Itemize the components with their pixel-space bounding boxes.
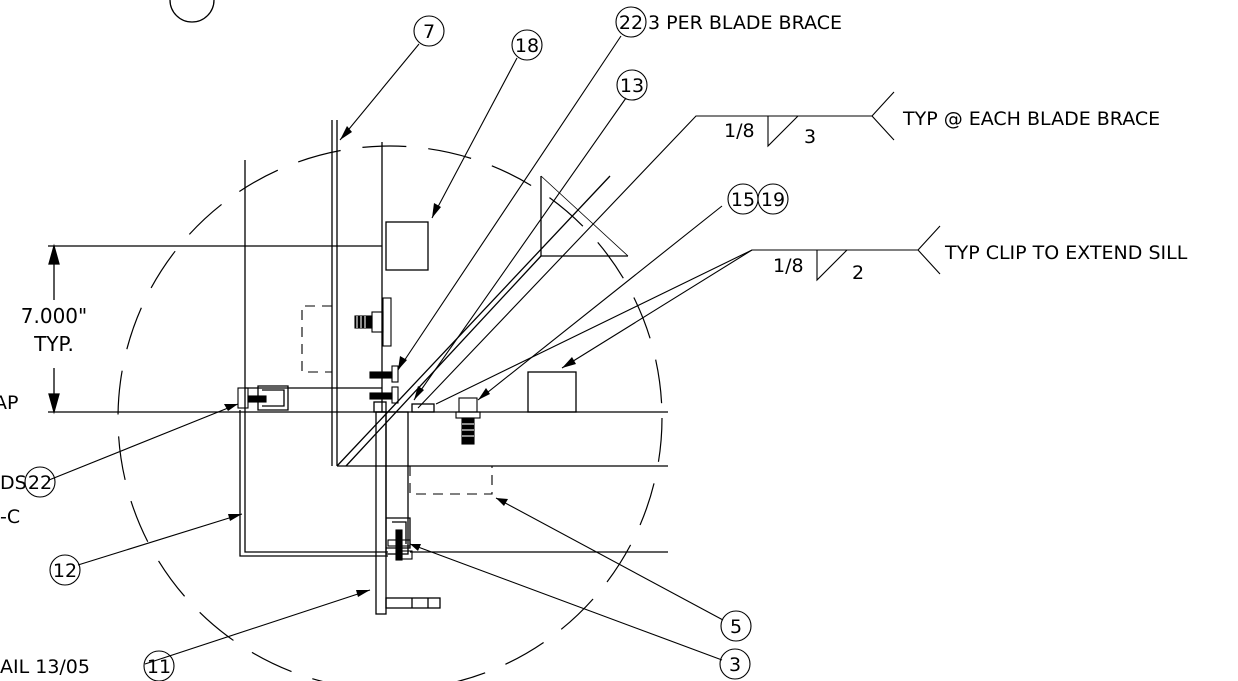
- bolt-upper: [354, 297, 392, 347]
- callout-5: 5: [720, 610, 752, 642]
- dimension-7in: [48, 243, 60, 415]
- bolt-sill: [455, 397, 481, 445]
- svg-text:19: 19: [761, 189, 785, 211]
- svg-text:5: 5: [730, 616, 742, 638]
- svg-text:3: 3: [729, 654, 741, 676]
- svg-text:7: 7: [423, 21, 435, 43]
- weld1-size: 1/8: [724, 120, 755, 142]
- c-channel-sill: [257, 385, 435, 413]
- bolt-lower: [387, 529, 413, 561]
- svg-text:12: 12: [53, 560, 77, 582]
- blade-brace-part: [385, 221, 429, 271]
- svg-text:15: 15: [731, 189, 755, 211]
- left-fragment-ap: AP: [0, 392, 18, 414]
- callout-22-top: 22: [615, 6, 647, 38]
- svg-text:13: 13: [620, 75, 644, 97]
- svg-text:18: 18: [515, 35, 539, 57]
- clip-angle-part: [527, 371, 577, 413]
- dimension-typ-label: TYP.: [33, 332, 74, 356]
- callout-19: 19: [757, 183, 789, 215]
- leader-arrowheads: [224, 126, 576, 597]
- detail-callout-circle-edge: [169, 0, 215, 23]
- detail-boundary-circle: [117, 145, 663, 681]
- dimension-value: 7.000": [21, 304, 87, 328]
- weld1-length: 3: [804, 126, 816, 148]
- callout-15: 15: [727, 183, 759, 215]
- mullion-angle: [375, 411, 441, 615]
- callout-12: 12: [49, 554, 81, 586]
- framing-lines: [48, 120, 668, 557]
- callout-7: 7: [413, 15, 445, 47]
- weld2-note: TYP CLIP TO EXTEND SILL: [944, 242, 1188, 264]
- callout-22-left: 22: [24, 466, 56, 498]
- detail-reference: AIL 13/05: [0, 656, 90, 678]
- svg-text:11: 11: [147, 656, 171, 678]
- hidden-outlines: [301, 305, 493, 495]
- callout-13: 13: [616, 69, 648, 101]
- left-fragment-c: -C: [0, 506, 20, 528]
- callout-3: 3: [719, 648, 751, 680]
- screw-left-sill: [237, 387, 267, 409]
- svg-text:22: 22: [619, 12, 643, 34]
- screw-pair: [369, 365, 399, 404]
- leader-lines: [48, 35, 941, 665]
- left-fragment-ds: DS: [0, 472, 27, 494]
- weld2-length: 2: [852, 262, 864, 284]
- weld1-note: TYP @ EACH BLADE BRACE: [902, 108, 1160, 130]
- svg-text:22: 22: [28, 472, 52, 494]
- blade-brace-qty-note: 3 PER BLADE BRACE: [648, 12, 842, 34]
- callout-11: 11: [143, 650, 175, 681]
- weld2-size: 1/8: [773, 255, 804, 277]
- callout-18: 18: [511, 29, 543, 61]
